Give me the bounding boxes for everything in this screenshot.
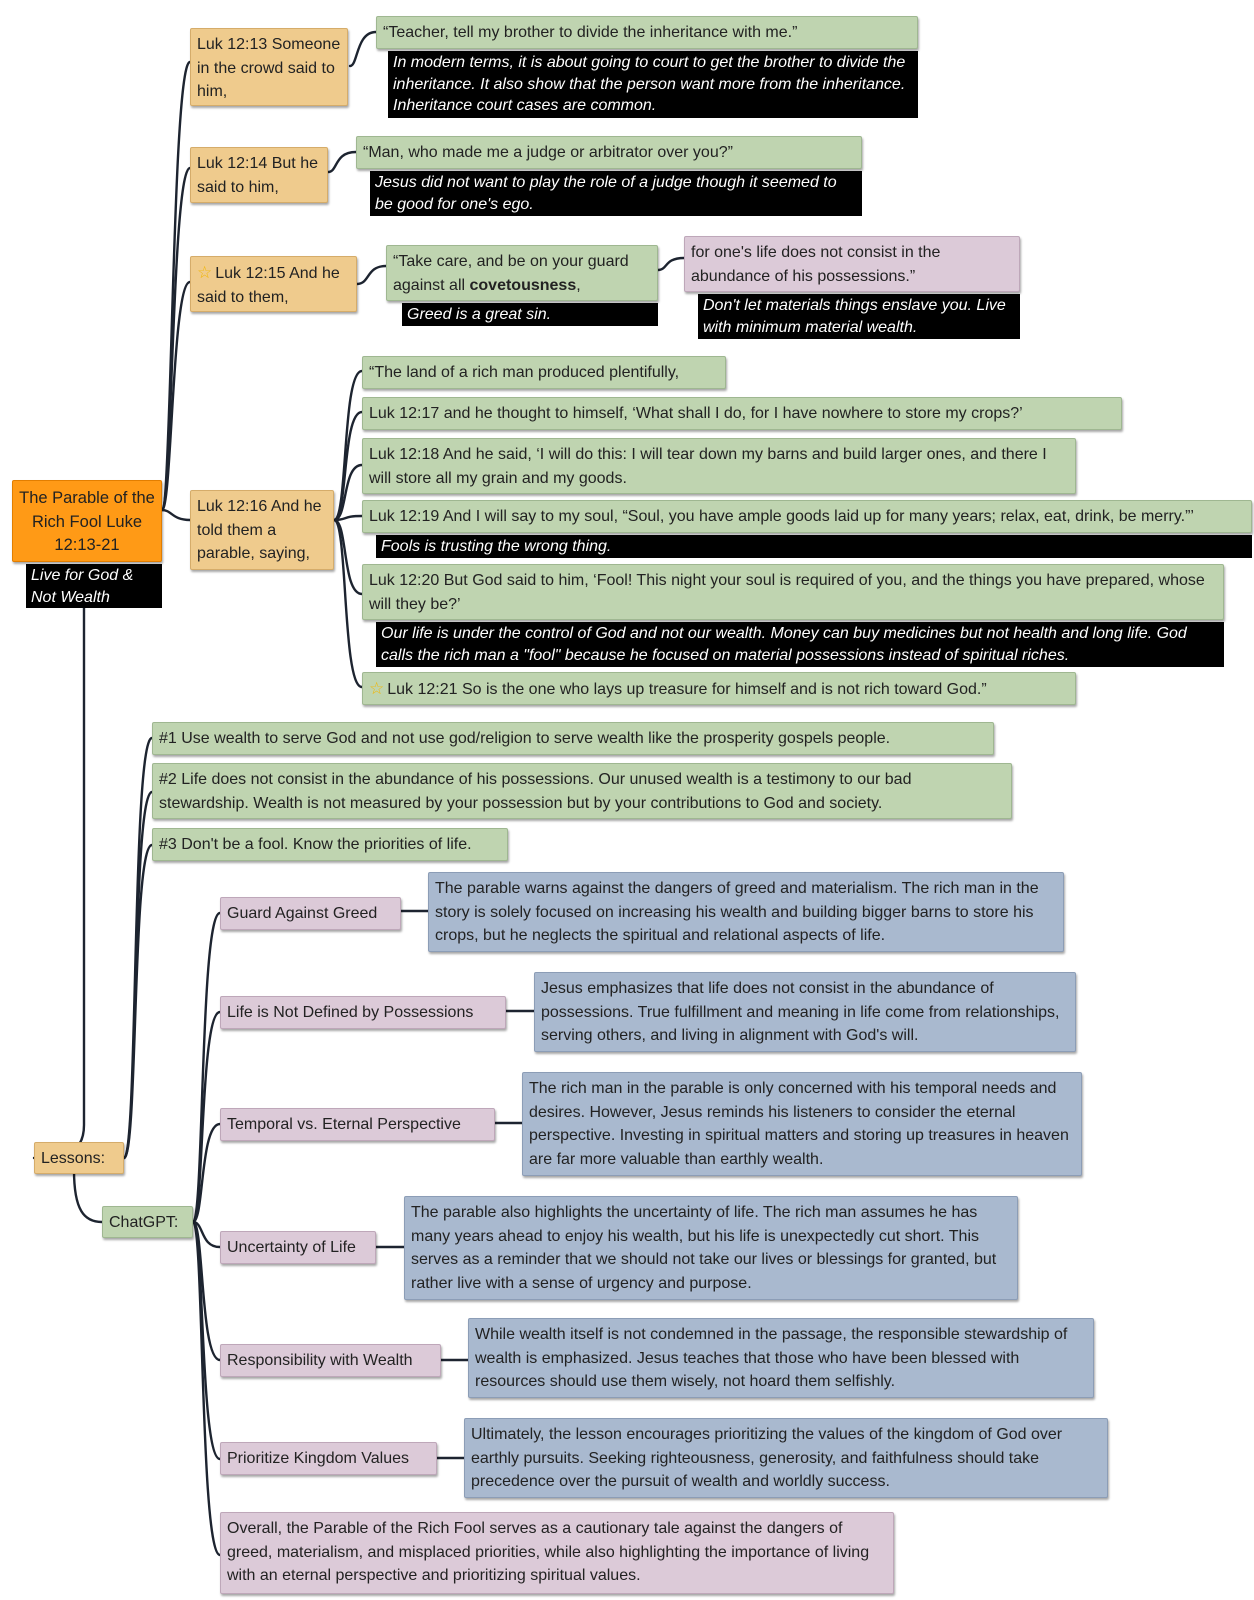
verse-14-note: Jesus did not want to play the role of a… — [370, 171, 862, 216]
topic-title: Prioritize Kingdom Values — [227, 1450, 410, 1467]
topic-prioritize-kingdom-values[interactable]: Prioritize Kingdom Values — [220, 1442, 437, 1475]
topic-title: Life is Not Defined by Possessions — [227, 1004, 474, 1021]
topic-title: Responsibility with Wealth — [227, 1352, 413, 1369]
verse-19-item[interactable]: Luk 12:19 And I will say to my soul, “So… — [362, 500, 1252, 533]
chatgpt-label: ChatGPT: — [109, 1214, 179, 1231]
star-icon: ☆ — [369, 679, 385, 698]
verse-21-text: Luk 12:21 So is the one who lays up trea… — [387, 681, 987, 698]
verse-14-quote[interactable]: “Man, who made me a judge or arbitrator … — [356, 136, 862, 169]
verse-15-note: Greed is a great sin. — [402, 303, 658, 326]
topic-title: Temporal vs. Eternal Perspective — [227, 1116, 461, 1133]
detail-responsibility-with-wealth[interactable]: While wealth itself is not condemned in … — [468, 1318, 1094, 1398]
detail-text: Ultimately, the lesson encourages priori… — [471, 1426, 1063, 1490]
detail-text: The parable also highlights the uncertai… — [411, 1204, 997, 1292]
lesson-1[interactable]: #1 Use wealth to serve God and not use g… — [152, 722, 994, 755]
detail-life-not-defined[interactable]: Jesus emphasizes that life does not cons… — [534, 972, 1076, 1052]
verse-15-node[interactable]: ☆Luk 12:15 And he said to them, — [190, 256, 357, 312]
verse-19-note: Fools is trusting the wrong thing. — [376, 535, 1252, 558]
verse-16-item-text: “The land of a rich man produced plentif… — [369, 364, 680, 381]
detail-guard-against-greed[interactable]: The parable warns against the dangers of… — [428, 872, 1064, 952]
verse-17-text: Luk 12:17 and he thought to himself, ‘Wh… — [369, 405, 1023, 422]
lesson-2-text: #2 Life does not consist in the abundanc… — [159, 771, 912, 812]
root-note: Live for God & Not Wealth — [26, 564, 162, 608]
verse-14-label: Luk 12:14 But he said to him, — [197, 155, 318, 196]
verse-18-item[interactable]: Luk 12:18 And he said, ‘I will do this: … — [362, 438, 1076, 494]
overall-summary[interactable]: Overall, the Parable of the Rich Fool se… — [220, 1512, 894, 1594]
detail-uncertainty-of-life[interactable]: The parable also highlights the uncertai… — [404, 1196, 1018, 1300]
covetousness-word: covetousness — [469, 276, 577, 294]
lessons-node[interactable]: Lessons: — [34, 1142, 124, 1174]
detail-text: The rich man in the parable is only conc… — [529, 1080, 1069, 1168]
verse-20-note: Our life is under the control of God and… — [376, 622, 1224, 667]
lesson-3-text: #3 Don't be a fool. Know the priorities … — [159, 836, 472, 853]
topic-uncertainty-of-life[interactable]: Uncertainty of Life — [220, 1231, 376, 1264]
lesson-1-text: #1 Use wealth to serve God and not use g… — [159, 730, 891, 747]
detail-text: Jesus emphasizes that life does not cons… — [541, 980, 1060, 1044]
verse-15-quote-text: “Take care, and be on your guard against… — [393, 253, 629, 294]
verse-13-quote-text: “Teacher, tell my brother to divide the … — [383, 24, 798, 41]
verse-14-node[interactable]: Luk 12:14 But he said to him, — [190, 147, 328, 203]
verse-15-quote-end: , — [576, 276, 581, 294]
verse-16-item-1[interactable]: “The land of a rich man produced plentif… — [362, 356, 726, 389]
overall-summary-text: Overall, the Parable of the Rich Fool se… — [227, 1520, 870, 1584]
verse-16-node[interactable]: Luk 12:16 And he told them a parable, sa… — [190, 490, 334, 570]
verse-15-continuation-text: for one's life does not consist in the a… — [691, 244, 941, 285]
verse-13-note: In modern terms, it is about going to co… — [388, 51, 918, 118]
topic-title: Uncertainty of Life — [227, 1239, 356, 1256]
topic-temporal-vs-eternal[interactable]: Temporal vs. Eternal Perspective — [220, 1108, 495, 1141]
verse-20-text: Luk 12:20 But God said to him, ‘Fool! Th… — [369, 572, 1205, 613]
verse-15-continuation-note: Don't let materials things enslave you. … — [698, 294, 1020, 339]
topic-responsibility-with-wealth[interactable]: Responsibility with Wealth — [220, 1344, 441, 1377]
root-topic[interactable]: The Parable of the Rich Fool Luke 12:13-… — [12, 480, 162, 562]
verse-13-node[interactable]: Luk 12:13 Someone in the crowd said to h… — [190, 28, 348, 106]
verse-15-quote[interactable]: “Take care, and be on your guard against… — [386, 245, 658, 301]
root-title: The Parable of the Rich Fool Luke 12:13-… — [19, 489, 155, 554]
topic-life-not-defined[interactable]: Life is Not Defined by Possessions — [220, 996, 506, 1029]
detail-text: While wealth itself is not condemned in … — [475, 1326, 1068, 1390]
topic-title: Guard Against Greed — [227, 905, 378, 922]
verse-16-label: Luk 12:16 And he told them a parable, sa… — [197, 498, 322, 562]
verse-13-quote[interactable]: “Teacher, tell my brother to divide the … — [376, 16, 918, 49]
topic-guard-against-greed[interactable]: Guard Against Greed — [220, 897, 401, 930]
verse-15-continuation[interactable]: for one's life does not consist in the a… — [684, 236, 1020, 292]
lesson-2[interactable]: #2 Life does not consist in the abundanc… — [152, 763, 1012, 819]
star-icon: ☆ — [197, 263, 213, 282]
detail-temporal-vs-eternal[interactable]: The rich man in the parable is only conc… — [522, 1072, 1082, 1176]
verse-15-label: Luk 12:15 And he said to them, — [197, 265, 340, 306]
verse-18-text: Luk 12:18 And he said, ‘I will do this: … — [369, 446, 1047, 487]
verse-17-item[interactable]: Luk 12:17 and he thought to himself, ‘Wh… — [362, 397, 1122, 430]
detail-text: The parable warns against the dangers of… — [435, 880, 1039, 944]
verse-14-quote-text: “Man, who made me a judge or arbitrator … — [363, 144, 733, 161]
verse-13-label: Luk 12:13 Someone in the crowd said to h… — [197, 36, 341, 100]
detail-prioritize-kingdom-values[interactable]: Ultimately, the lesson encourages priori… — [464, 1418, 1108, 1498]
lessons-label: Lessons: — [41, 1150, 106, 1167]
chatgpt-node[interactable]: ChatGPT: — [102, 1206, 193, 1238]
verse-21-item[interactable]: ☆Luk 12:21 So is the one who lays up tre… — [362, 672, 1076, 705]
verse-20-item[interactable]: Luk 12:20 But God said to him, ‘Fool! Th… — [362, 564, 1224, 620]
lesson-3[interactable]: #3 Don't be a fool. Know the priorities … — [152, 828, 508, 861]
verse-19-text: Luk 12:19 And I will say to my soul, “So… — [369, 508, 1194, 525]
